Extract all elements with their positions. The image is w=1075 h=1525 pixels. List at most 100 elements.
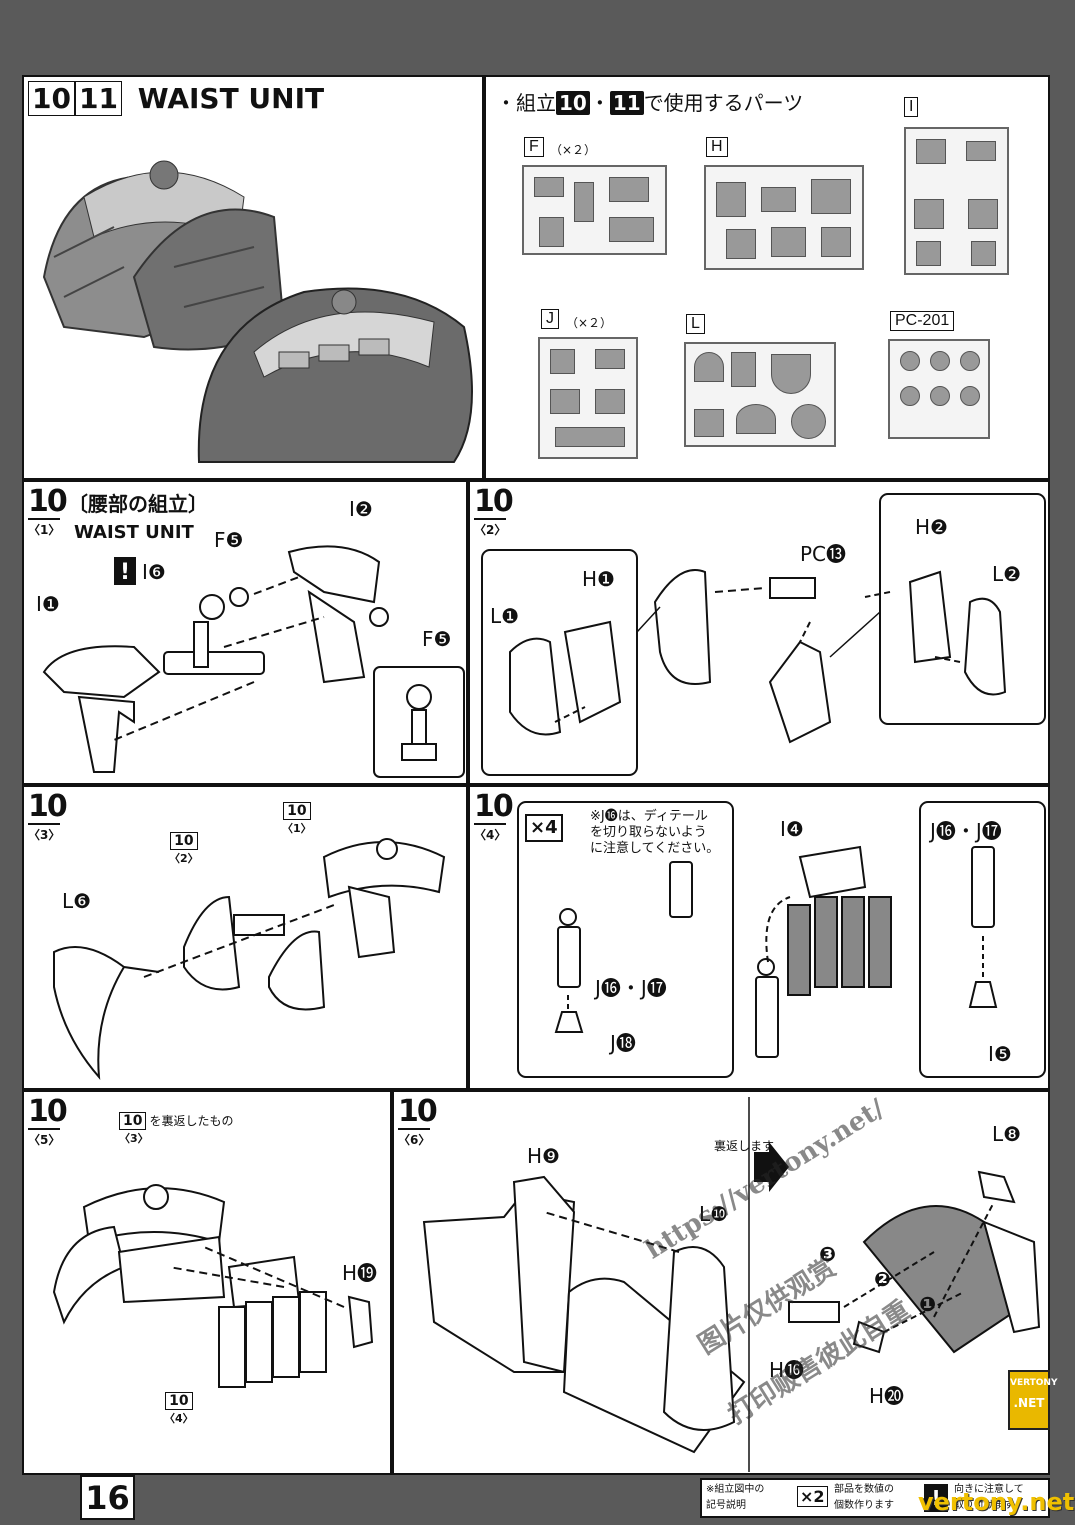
step-10-3-diagram [53, 838, 446, 1080]
step-sub: 〈4〉 [474, 823, 507, 843]
label-f5-top: F❺ [214, 528, 244, 552]
runner-j [538, 337, 638, 459]
runner-l-letter: L [686, 314, 705, 334]
step-number: 10 [28, 484, 68, 519]
order-2: ❷ [874, 1267, 891, 1291]
runner-i [904, 127, 1009, 275]
runner-i-letter: I [904, 97, 919, 117]
runner-part [930, 351, 950, 371]
step-10-6-panel: 10 〈6〉 裏返します H❾ L❿ L❽ H⓰ H⓴ ❸ ❷ ❶ [392, 1090, 1050, 1475]
runner-pc201-letter: PC-201 [890, 311, 955, 331]
runner-h [704, 165, 864, 270]
ref-step-4-sub: 〈4〉 [164, 1412, 194, 1425]
parts-heading-step-a: 10 [556, 91, 590, 115]
runner-part [771, 354, 811, 394]
runner-part [914, 199, 944, 229]
runner-part [791, 404, 826, 439]
runner-part [731, 352, 756, 387]
label-i1: I❶ [36, 592, 60, 616]
step-10-2-diagram [481, 493, 1046, 776]
order-1: ❶ [919, 1292, 936, 1316]
step5-caption-sub: 〈3〉 [119, 1132, 149, 1145]
ref-step-2-num: 10 [170, 832, 198, 850]
runner-j-qty: （×２） [566, 316, 613, 330]
runner-part [609, 217, 654, 242]
runner-part [966, 141, 996, 161]
step-title-en: WAIST UNIT [74, 522, 194, 543]
step4-note-line1: ※J⓰は、ディテール [590, 809, 708, 824]
label-h19: H⓳ [342, 1261, 378, 1285]
step-sub: 〈2〉 [474, 518, 507, 538]
runner-part [900, 386, 920, 406]
step-number: 10 [28, 1094, 68, 1129]
ref-step-2: 10〈2〉 [169, 832, 199, 866]
runner-part [821, 227, 851, 257]
label-i2: I❷ [349, 497, 373, 521]
step-badge-a: 10 [28, 81, 75, 116]
runner-part [916, 139, 946, 164]
legend-warn-text: 向きに注意して 取り付けます [954, 1482, 1024, 1514]
step-sub: 〈1〉 [28, 518, 61, 538]
svg-text:!: ! [120, 560, 130, 585]
runner-part [930, 386, 950, 406]
label-h2: H❷ [915, 515, 948, 539]
runner-l [684, 342, 836, 447]
page-title: WAIST UNIT [137, 82, 325, 115]
order-3: ❸ [819, 1242, 836, 1266]
label-h9: H❾ [527, 1144, 560, 1168]
step-badge-b: 11 [74, 81, 122, 116]
runner-f-qty: （×２） [550, 143, 597, 157]
runner-part [960, 351, 980, 371]
step-10-4-panel: 10 〈4〉 ×4 ※J⓰は、ディテール を切り取らないよう に注意してください… [468, 785, 1050, 1090]
label-j16-j17-right: J⓰・J⓱ [930, 819, 1002, 843]
legend-title-line1: ※組立図中の [706, 1484, 765, 1495]
symbol-legend: ※組立図中の 記号説明 ×2 部品を数値の 個数作ります ! 向きに注意して 取… [700, 1478, 1050, 1518]
runner-j-letter: J [541, 309, 559, 329]
legend-warn-line2: 取り付けます [954, 1500, 1014, 1511]
multiplier-x4: ×4 [530, 817, 558, 838]
vertony-badge: VERTONY .NET [1008, 1370, 1057, 1430]
ref-step-1-sub: 〈1〉 [282, 822, 312, 835]
step-sub: 〈3〉 [28, 823, 61, 843]
legend-x2: ×2 [797, 1486, 828, 1507]
render-upper-unit [42, 160, 286, 351]
legend-x2-text: 部品を数値の 個数作ります [834, 1482, 894, 1514]
ref-step-4: 10〈4〉 [164, 1392, 194, 1426]
step-10-4-diagram [517, 801, 1046, 1078]
badge-bottom: .NET [1013, 1396, 1045, 1410]
label-l6: L❻ [62, 889, 92, 913]
label-h16: H⓰ [769, 1358, 805, 1382]
runner-part [694, 352, 724, 382]
label-h1: H❶ [582, 567, 615, 591]
ref-step-2-sub: 〈2〉 [169, 852, 199, 865]
parts-heading-sep: ・ [589, 91, 610, 115]
label-i4: I❹ [780, 817, 804, 841]
runner-part [694, 409, 724, 437]
runner-part [609, 177, 649, 202]
step4-note-line3: に注意してください。 [590, 841, 720, 856]
page-number: 16 [80, 1475, 135, 1520]
ref-step-4-num: 10 [165, 1392, 193, 1410]
step-sub: 〈5〉 [28, 1128, 61, 1148]
parts-heading-prefix: ・組立 [496, 91, 556, 115]
step-10-1-diagram: ! [42, 545, 465, 778]
ref-step-1-num: 10 [283, 802, 311, 820]
step5-caption-step: 10 [119, 1112, 147, 1130]
step-10-1-panel: 10 〈1〉 〔腰部の組立〕 WAIST UNIT ! I❶ I❻ F❺ I❷ … [22, 480, 468, 785]
step4-note-line2: を切り取らないよう [590, 825, 707, 840]
step-title-jp: 〔腰部の組立〕 [68, 492, 208, 516]
waist-unit-render [42, 160, 473, 463]
runner-part [960, 386, 980, 406]
runner-part [736, 404, 776, 434]
step-number: 10 [474, 484, 514, 519]
runner-part [716, 182, 746, 217]
step4-note: ※J⓰は、ディテール を切り取らないよう に注意してください。 [590, 809, 719, 857]
site-watermark: vertony.net [918, 1488, 1075, 1516]
render-lower-unit [197, 287, 473, 463]
runner-part [971, 241, 996, 266]
runner-part [550, 349, 575, 374]
